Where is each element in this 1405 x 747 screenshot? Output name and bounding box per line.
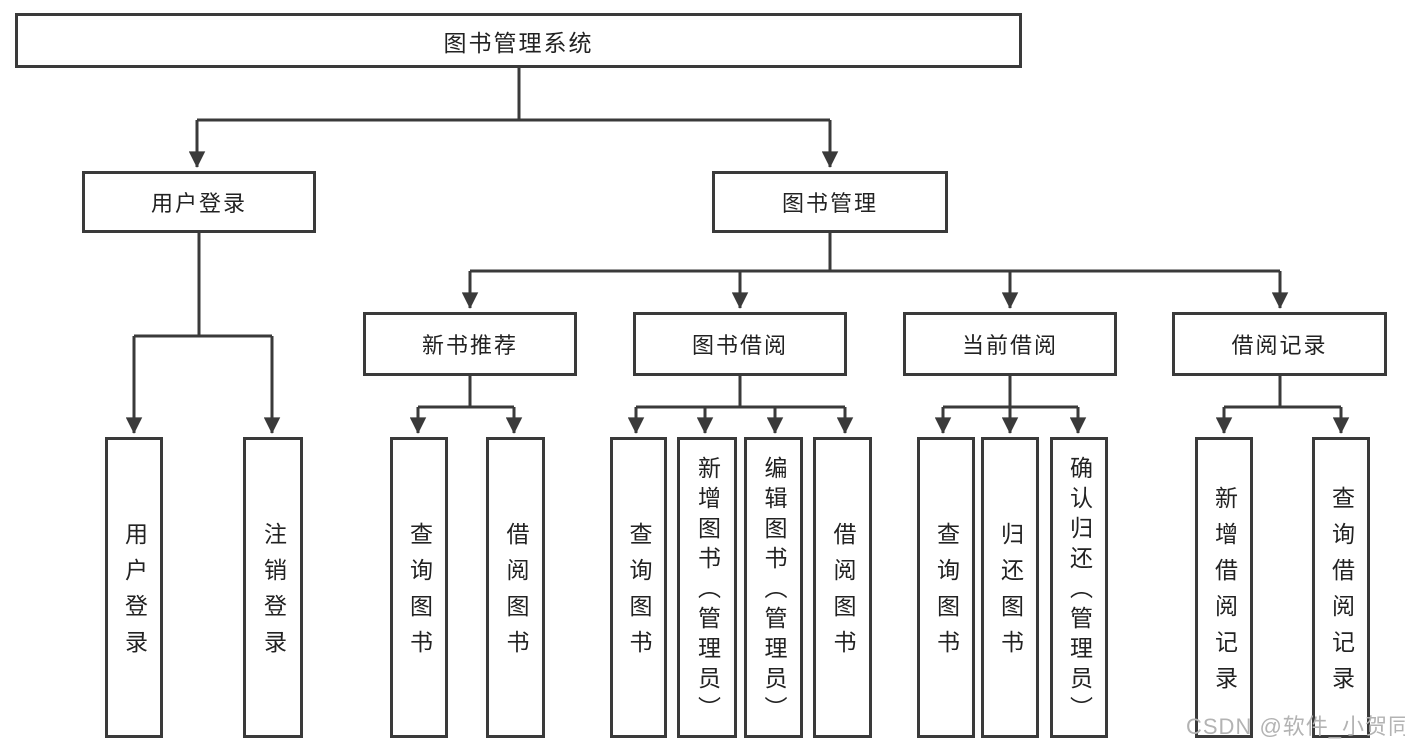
node-book-management: 图书管理 — [712, 171, 948, 233]
node-leaf-nb-query-books: 查询图书 — [390, 437, 448, 738]
node-leaf-br-add-record: 新增借阅记录 — [1195, 437, 1253, 738]
leaf-label: 查询图书 — [933, 522, 960, 666]
leaf-label: 借阅图书 — [503, 522, 529, 666]
leaf-label: 查询图书 — [406, 522, 433, 666]
node-leaf-bb-add-books-admin: 新增图书（管理员） — [677, 437, 737, 738]
node-current-borrow: 当前借阅 — [903, 312, 1117, 376]
node-new-book-recommend: 新书推荐 — [363, 312, 577, 376]
node-root-system-title: 图书管理系统 — [15, 13, 1022, 68]
leaf-label: 查询借阅记录 — [1328, 486, 1355, 702]
leaf-label: 注销登录 — [260, 522, 287, 666]
node-leaf-logout: 注销登录 — [243, 437, 303, 738]
leaf-label: 用户登录 — [121, 522, 148, 666]
leaf-label: 借阅图书 — [830, 522, 856, 666]
node-leaf-cb-confirm-return-admin: 确认归还（管理员） — [1050, 437, 1108, 738]
node-leaf-bb-query-books: 查询图书 — [610, 437, 667, 738]
node-leaf-cb-return-books: 归还图书 — [981, 437, 1039, 738]
node-leaf-user-login: 用户登录 — [105, 437, 163, 738]
node-leaf-br-query-record: 查询借阅记录 — [1312, 437, 1370, 738]
leaf-label: 新增借阅记录 — [1211, 486, 1238, 702]
node-book-borrow: 图书借阅 — [633, 312, 847, 376]
node-borrow-records: 借阅记录 — [1172, 312, 1387, 376]
leaf-label: 确认归还（管理员） — [1066, 456, 1093, 726]
leaf-label: 编辑图书（管理员） — [761, 456, 787, 726]
node-leaf-bb-borrow-books: 借阅图书 — [813, 437, 872, 738]
node-leaf-nb-borrow-books: 借阅图书 — [486, 437, 545, 738]
watermark: CSDN @软件_小贺同学 — [1186, 714, 1405, 739]
leaf-label: 新增图书（管理员） — [694, 456, 721, 726]
node-user-login-branch: 用户登录 — [82, 171, 316, 233]
leaf-label: 归还图书 — [997, 522, 1024, 666]
node-leaf-bb-edit-books-admin: 编辑图书（管理员） — [744, 437, 803, 738]
node-leaf-cb-query-books: 查询图书 — [917, 437, 975, 738]
leaf-label: 查询图书 — [626, 522, 652, 666]
